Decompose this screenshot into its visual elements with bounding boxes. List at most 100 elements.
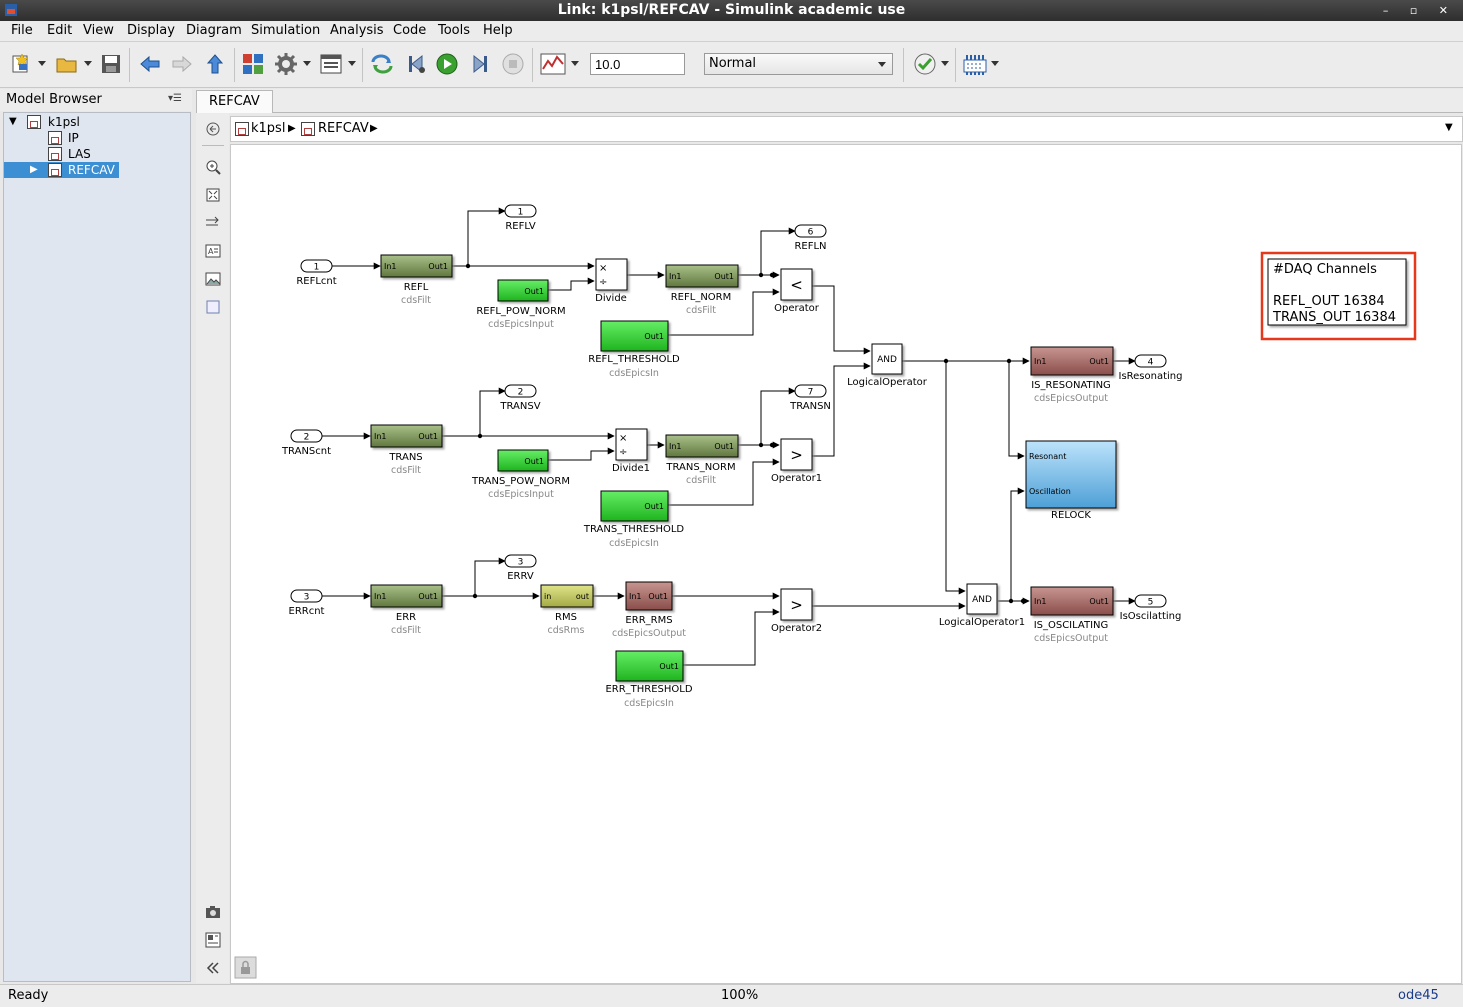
menu-simulation[interactable]: Simulation <box>251 23 321 38</box>
menu-view[interactable]: View <box>83 23 114 38</box>
daq-channels-annotation[interactable]: #DAQ Channels REFL_OUT 16384 TRANS_OUT 1… <box>1260 251 1417 341</box>
rms-block[interactable]: in out RMS cdsRms <box>540 584 594 636</box>
tree-item-las[interactable]: LAS <box>48 146 108 162</box>
lock-icon[interactable] <box>234 956 257 979</box>
epics-output-is-oscilating[interactable]: In1 Out1 IS_OSCILATING cdsEpicsOutput <box>1030 586 1114 644</box>
settings-dropdown-icon[interactable] <box>303 61 311 66</box>
menu-display[interactable]: Display <box>127 23 175 38</box>
outport-isoscilatting[interactable]: 5 IsOscilatting <box>1120 594 1182 622</box>
block-name: TRANSV <box>499 401 540 412</box>
build-model-icon[interactable] <box>962 52 988 76</box>
operator-block[interactable]: < Operator <box>774 268 820 314</box>
build-dropdown-icon[interactable] <box>991 61 999 66</box>
zoom-icon[interactable] <box>205 159 221 175</box>
breadcrumb-item-k1psl[interactable]: k1psl <box>251 121 286 136</box>
scope-dropdown-icon[interactable] <box>571 61 579 66</box>
step-back-icon[interactable] <box>404 52 428 76</box>
out-port-label: Out1 <box>1089 597 1109 606</box>
step-forward-icon[interactable] <box>468 52 492 76</box>
epics-input-trans-threshold[interactable]: Out1 TRANS_THRESHOLD cdsEpicsIn <box>583 490 685 549</box>
relock-subsystem[interactable]: Resonant Oscillation RELOCK <box>1025 440 1117 521</box>
scope-icon[interactable] <box>540 52 566 76</box>
fit-to-view-icon[interactable] <box>205 187 221 203</box>
new-model-dropdown-icon[interactable] <box>38 61 46 66</box>
solver-name[interactable]: ode45 <box>1398 988 1439 1003</box>
divide-block[interactable]: × ÷ Divide <box>595 258 628 304</box>
filter-block-trans-norm[interactable]: In1 Out1 TRANS_NORM cdsFilt <box>665 434 739 486</box>
epics-input-err-threshold[interactable]: Out1 ERR_THRESHOLD cdsEpicsIn <box>605 650 693 709</box>
epics-output-is-resonating[interactable]: In1 Out1 IS_RESONATING cdsEpicsOutput <box>1030 346 1114 404</box>
divide1-block[interactable]: × ÷ Divide1 <box>612 428 650 474</box>
operator2-block[interactable]: > Operator2 <box>771 588 822 634</box>
menu-analysis[interactable]: Analysis <box>330 23 384 38</box>
inport-transcnt[interactable]: 2 TRANScnt <box>281 429 331 457</box>
epics-input-refl-threshold[interactable]: Out1 REFL_THRESHOLD cdsEpicsIn <box>588 320 680 379</box>
model-advisor-check-icon[interactable] <box>913 52 937 76</box>
outport-transn[interactable]: 7 TRANSN <box>789 384 831 412</box>
outport-refln[interactable]: 6 REFLN <box>794 224 827 252</box>
forward-arrow-icon[interactable] <box>170 52 194 76</box>
filter-block-err[interactable]: In1 Out1 ERR cdsFilt <box>370 584 443 636</box>
collapse-palette-icon[interactable] <box>205 960 221 976</box>
annotation-icon[interactable]: A <box>205 243 221 259</box>
browser-options-icon[interactable]: ▾☰ <box>168 93 182 104</box>
up-arrow-icon[interactable] <box>203 52 227 76</box>
block-name: IsResonating <box>1119 371 1183 382</box>
new-model-icon[interactable] <box>10 52 34 76</box>
library-browser-icon[interactable] <box>241 52 265 76</box>
epics-output-err-rms[interactable]: In1 Out1 ERR_RMS cdsEpicsOutput <box>612 581 686 639</box>
outport-transv[interactable]: 2 TRANSV <box>499 384 541 412</box>
inport-reflcnt[interactable]: 1 REFLcnt <box>296 259 337 287</box>
back-arrow-icon[interactable] <box>138 52 162 76</box>
update-diagram-icon[interactable] <box>369 52 395 76</box>
model-explorer-icon[interactable] <box>319 52 343 76</box>
stop-time-input[interactable] <box>590 53 685 75</box>
settings-gear-icon[interactable] <box>274 52 298 76</box>
open-dropdown-icon[interactable] <box>84 61 92 66</box>
menu-help[interactable]: Help <box>483 23 513 38</box>
menu-diagram[interactable]: Diagram <box>186 23 242 38</box>
image-icon[interactable] <box>205 271 221 287</box>
breadcrumb-dropdown-icon[interactable]: ▼ <box>1445 122 1453 133</box>
status-text: Ready <box>8 988 49 1003</box>
explorer-dropdown-icon[interactable] <box>348 61 356 66</box>
advisor-dropdown-icon[interactable] <box>941 61 949 66</box>
menu-tools[interactable]: Tools <box>438 23 471 38</box>
menu-edit[interactable]: Edit <box>47 23 73 38</box>
filter-block-trans[interactable]: In1 Out1 TRANS cdsFilt <box>370 424 443 476</box>
screenshot-camera-icon[interactable] <box>205 904 221 920</box>
tree-item-refcav[interactable]: ▶ REFCAV <box>4 162 119 178</box>
tree-item-ip[interactable]: IP <box>48 130 108 146</box>
window-controls[interactable]: – ▫ ✕ <box>1382 4 1457 17</box>
operator1-block[interactable]: > Operator1 <box>771 438 822 484</box>
save-icon[interactable] <box>100 52 122 76</box>
property-inspector-icon[interactable] <box>205 932 221 948</box>
expanded-triangle-icon[interactable]: ▼ <box>9 116 17 127</box>
operator-symbol: > <box>790 596 803 614</box>
tree-item-k1psl[interactable]: ▼ k1psl <box>8 114 98 130</box>
epics-input-trans-pow-norm[interactable]: Out1 TRANS_POW_NORM cdsEpicsInput <box>471 449 570 500</box>
tab-refcav[interactable]: REFCAV <box>196 90 273 113</box>
simulation-mode-select[interactable]: Normal <box>704 53 893 75</box>
breadcrumb-item-refcav[interactable]: REFCAV <box>318 121 369 136</box>
logical-operator1-block[interactable]: AND LogicalOperator1 <box>939 583 1025 628</box>
outport-isresonating[interactable]: 4 IsResonating <box>1119 354 1183 382</box>
menu-file[interactable]: File <box>11 23 33 38</box>
open-folder-icon[interactable] <box>55 52 79 76</box>
epics-input-refl-pow-norm[interactable]: Out1 REFL_POW_NORM cdsEpicsInput <box>476 279 566 330</box>
filter-block-refl-norm[interactable]: In1 Out1 REFL_NORM cdsFilt <box>665 264 739 316</box>
area-icon[interactable] <box>205 299 221 315</box>
diagram-canvas[interactable]: 1 REFLcnt 2 TRANScnt 3 ERRcnt 1 REFLV 6 … <box>230 144 1462 984</box>
collapsed-triangle-icon[interactable]: ▶ <box>30 164 38 175</box>
outport-reflv[interactable]: 1 REFLV <box>504 204 537 232</box>
signal-arrows-icon[interactable] <box>205 215 221 231</box>
inport-errcnt[interactable]: 3 ERRcnt <box>289 589 325 617</box>
stop-icon[interactable] <box>501 52 525 76</box>
run-icon[interactable] <box>435 52 459 76</box>
outport-errv[interactable]: 3 ERRV <box>504 554 537 582</box>
logical-operator-block[interactable]: AND LogicalOperator <box>847 343 928 388</box>
hide-browser-icon[interactable] <box>205 121 221 137</box>
block-library: cdsEpicsIn <box>609 368 659 379</box>
filter-block-refl[interactable]: In1 Out1 REFL cdsFilt <box>380 254 453 306</box>
menu-code[interactable]: Code <box>393 23 427 38</box>
